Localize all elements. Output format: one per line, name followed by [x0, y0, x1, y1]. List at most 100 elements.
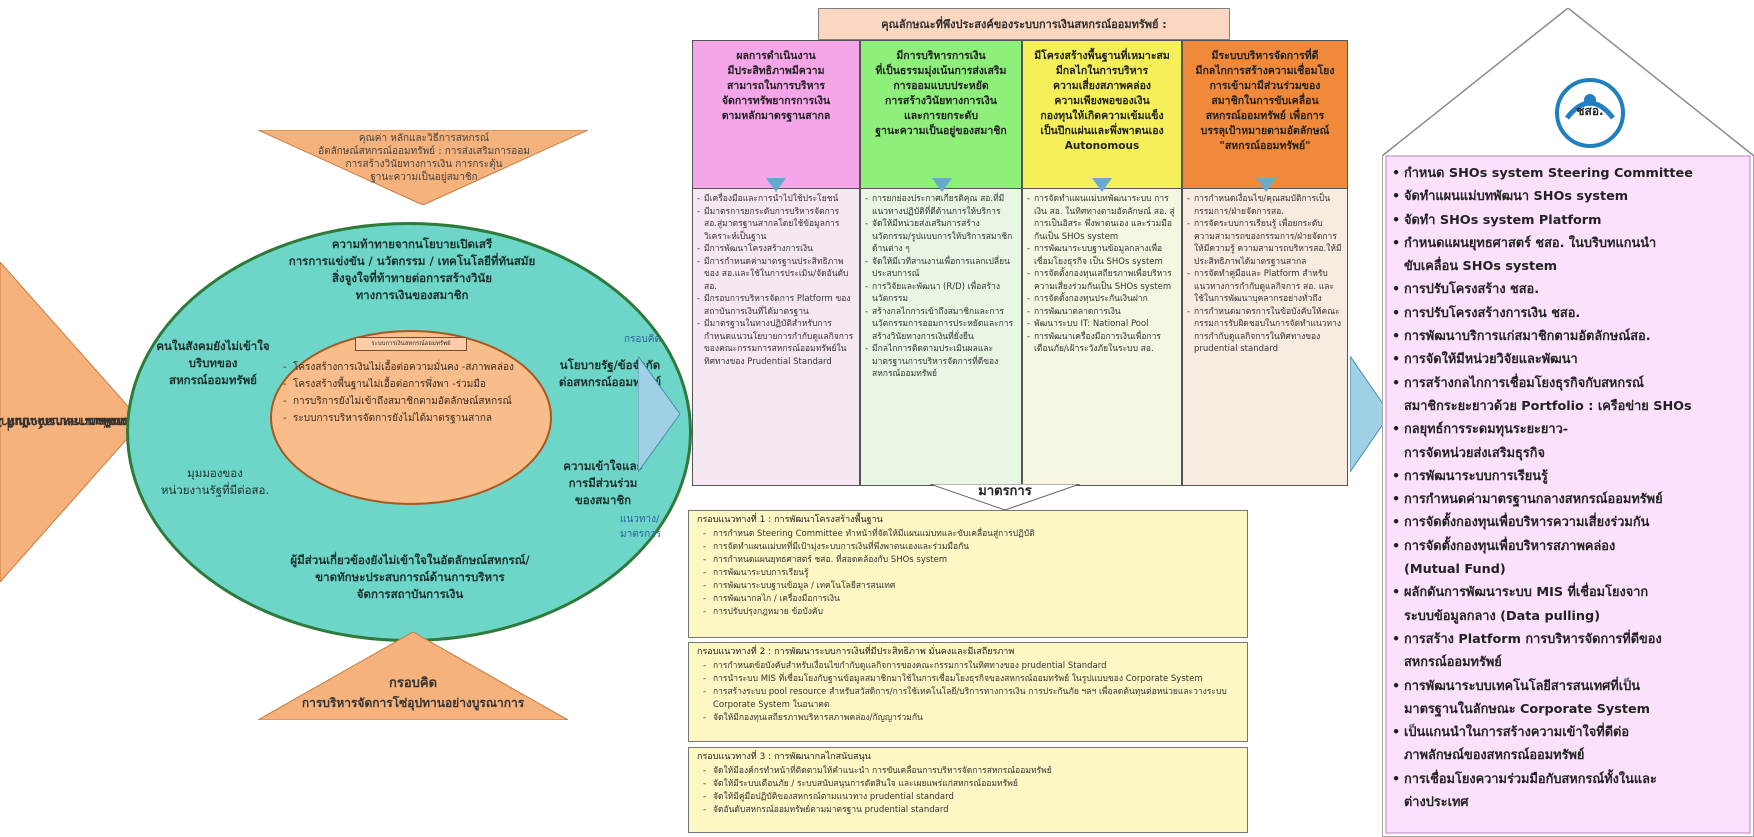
top-triangle-line4: ฐานะความเป็นอยู่สมาชิก	[370, 172, 478, 183]
right-item: การปรับโครงสร้างการเงิน ชสอ.	[1392, 302, 1748, 326]
right-item-cont: สหกรณ์ออมทรัพย์	[1404, 655, 1502, 671]
left-arrow-label: แผนแม่บทพัฒนาระบบสถาบันการเงินระยะที่ 2,…	[0, 262, 169, 582]
bottom-triangle-subtitle: การบริหารจัดการโซ่อุปทานอย่างบูรณาการ	[301, 696, 525, 710]
column-1-item: มีการพัฒนาโครงสร้างการเงิน	[697, 243, 855, 256]
column-2-item: การวิจัยและพัฒนา (R/D) เพื่อสร้างนวัตกรร…	[865, 281, 1017, 306]
column-1-head-text: ผลการดำเนินงาน มีประสิทธิภาพมีความ สามาร…	[721, 50, 831, 122]
right-item: การสร้าง Platform การบริหารจัดการที่ดีขอ…	[1392, 628, 1748, 652]
column-4-item: การกำหนดมาตรการในข้อบังคับให้คณะกรรมการร…	[1187, 306, 1343, 356]
top-triangle-shape	[258, 130, 588, 205]
strategy-1-item: การพัฒนาระบบการเรียนรู้	[697, 567, 1239, 580]
strategy-2-item: การสร้างระบบ pool resource สำหรับสวัสดิก…	[697, 686, 1239, 712]
right-item: การสร้างกลไกการเชื่อมโยงธุรกิจกับสหกรณ์	[1392, 372, 1748, 396]
down-arrow-icon	[1256, 178, 1276, 192]
strategy-3-title: กรอบแนวทางที่ 3 : การพัฒนากลไกสนับสนุน	[697, 752, 871, 762]
down-arrow-icon	[932, 178, 952, 192]
right-item: การพัฒนาระบบการเรียนรู้	[1392, 465, 1748, 489]
strategy-3-item: จัดให้มีระบบเตือนภัย / ระบบสนับสนุนการตั…	[697, 778, 1239, 791]
right-item-cont: ระบบข้อมูลกลาง (Data pulling)	[1404, 608, 1601, 624]
outer-bottom-text: ผู้มีส่วนเกี่ยวข้องยังไม่เข้าใจในอัตลักษ…	[290, 553, 530, 601]
strategy-1-box: กรอบแนวทางที่ 1 : การพัฒนาโครงสร้างพื้นฐ…	[688, 510, 1248, 638]
column-3-item: การพัฒนาตลาดการเงิน	[1027, 306, 1177, 319]
right-house-list: กำหนด SHOs system Steering Committee จัด…	[1392, 162, 1748, 814]
column-3-item: การจัดตั้งกองทุนประกันเงินฝาก	[1027, 293, 1177, 306]
column-4-item: การจัดระบบการเรียนรู้ เพื่อยกระดับความสา…	[1187, 218, 1343, 268]
measures-heading: มาตรการ	[978, 484, 1032, 499]
strategy-1-item: การกำหนด Steering Committee ทำหน้าที่จัด…	[697, 528, 1239, 541]
right-item: จัดทำแผนแม่บทพัฒนา SHOs system	[1392, 185, 1748, 209]
column-3-head: มีโครงสร้างพื้นฐานที่เหมาะสม มีกลไกในการ…	[1022, 40, 1182, 192]
column-3-item: การจัดตั้งกองทุนเสถียรภาพเพื่อบริหารความ…	[1027, 268, 1177, 293]
strategy-1-item: การพัฒนาระบบฐานข้อมูล / เทคโนโลยีสารสนเท…	[697, 580, 1239, 593]
right-chevron-shape	[1350, 356, 1390, 472]
strategy-1-item: การปรับปรุงกฎหมาย ข้อบังคับ	[697, 606, 1239, 619]
strategy-2-title: กรอบแนวทางที่ 2 : การพัฒนาระบบการเงินที่…	[697, 647, 1015, 657]
down-arrow-icon	[1092, 178, 1112, 192]
strategy-1-item: การจัดทำแผนแม่บทที่มีเป้ามุ่งระบบการเงิน…	[697, 541, 1239, 554]
column-4-item: การกำหนดเงื่อนไข/คุณสมบัติการเป็นกรรมการ…	[1187, 193, 1343, 218]
left-arrow-shape	[0, 262, 142, 582]
inner-item: การบริการยังไม่เข้าถึงสมาชิกตามอัตลักษณ์…	[283, 394, 523, 409]
right-item-cont: ขับเคลื่อน SHOs system	[1404, 259, 1558, 275]
column-3-item: พัฒนาระบบ IT: National Pool	[1027, 318, 1177, 331]
inner-ellipse-title: ระบบการเงินสหกรณ์ออมทรัพย์	[355, 337, 467, 351]
column-1-head: ผลการดำเนินงาน มีประสิทธิภาพมีความ สามาร…	[692, 40, 860, 192]
chso-logo-label: ชสอ.	[1576, 104, 1604, 118]
inner-ellipse-list: โครงสร้างการเงินไม่เอื้อต่อความมั่นคง -ส…	[283, 360, 523, 428]
column-1-item: มีมาตรการยกระดับการบริหารจัดการสอ.สู่มาต…	[697, 206, 855, 244]
column-4-head: มีระบบบริหารจัดการที่ดี มีกลไกการสร้างคว…	[1182, 40, 1348, 192]
column-2-body: การยกย่องประกาศเกียรติคุณ สอ.ที่มีแนวทาง…	[860, 188, 1022, 486]
outer-left-text: คนในสังคมยังไม่เข้าใจ บริบทของ สหกรณ์ออม…	[156, 339, 270, 387]
strategy-2-box: กรอบแนวทางที่ 2 : การพัฒนาระบบการเงินที่…	[688, 642, 1248, 742]
framework-label: กรอบคิด	[624, 334, 661, 345]
right-item: การกำหนดค่ามาตรฐานกลางสหกรณ์ออมทรัพย์	[1392, 488, 1748, 512]
outer-top-text: ความท้าทายจากนโยบายเปิดเสรี การการแข่งขั…	[288, 237, 536, 302]
bottom-triangle-shape	[258, 632, 568, 720]
right-item-cont: สมาชิกระยะยาวด้วย Portfolio : เครือข่าย …	[1404, 398, 1692, 414]
column-1-item: มีมาตรฐานในทางปฏิบัติสำหรับการกำหนดแนวนโ…	[697, 318, 855, 368]
outer-right-lower-text: ความเข้าใจและ การมีส่วนร่วม ของสมาชิก	[563, 459, 643, 507]
right-item: การจัดตั้งกองทุนเพื่อบริหารความเสี่ยงร่ว…	[1392, 511, 1748, 535]
right-item-cont: ต่างประเทศ	[1404, 795, 1469, 811]
right-item: การเชื่อมโยงความร่วมมือกับสหกรณ์ทั้งในแล…	[1392, 768, 1748, 792]
column-3-item: การพัฒนาระบบฐานข้อมูลกลางเพื่อเชื่อมโยงธ…	[1027, 243, 1177, 268]
column-4-item: การจัดทำคู่มือและ Platform สำหรับแนวทางก…	[1187, 268, 1343, 306]
strategy-2-item: การกำหนดข้อบังคับสำหรับเงื่อนไขกำกับดูแล…	[697, 660, 1239, 673]
right-item: การจัดให้มีหน่วยวิจัยและพัฒนา	[1392, 348, 1748, 372]
left-chevron-shape	[638, 356, 680, 472]
characteristics-header: คุณลักษณะที่พึงประสงค์ของระบบการเงินสหกร…	[818, 8, 1230, 40]
column-1-item: มีการกำหนดค่ามาตรฐานประสิทธิภาพของ สอ.แล…	[697, 256, 855, 294]
strategy-1-title: กรอบแนวทางที่ 1 : การพัฒนาโครงสร้างพื้นฐ…	[697, 515, 883, 525]
outer-right-text: นโยบายรัฐ/ข้อจำกัด ต่อสหกรณ์ออมทรัพย์	[558, 358, 662, 389]
strategy-2-item: จัดให้มีกองทุนเสถียรภาพบริหารสภาพคล่อง/ก…	[697, 712, 1239, 725]
column-3-body: การจัดทำแผนแม่บทพัฒนาระบบ การเงิน สอ. ใน…	[1022, 188, 1182, 486]
right-item: เป็นแกนนำในการสร้างความเข้าใจที่ดีต่อ	[1392, 721, 1748, 745]
column-1-item: มีเครื่องมือและการนำไปใช้ประโยชน์	[697, 193, 855, 206]
approach-label: แนวทาง/ มาตรการ	[620, 514, 662, 540]
right-item-cont: ภาพลักษณ์ของสหกรณ์ออมทรัพย์	[1404, 748, 1585, 764]
strategy-1-item: การกำหนดแผนยุทธศาสตร์ ชสอ. ที่สอดคล้องกั…	[697, 554, 1239, 567]
column-2-head-text: มีการบริหารการเงิน ที่เป็นธรรมมุ่งเน้นกา…	[875, 50, 1007, 137]
measures-arrow-shape	[930, 484, 1080, 510]
column-2-item: การยกย่องประกาศเกียรติคุณ สอ.ที่มีแนวทาง…	[865, 193, 1017, 218]
right-item: การจัดตั้งกองทุนเพื่อบริหารสภาพคล่อง	[1392, 535, 1748, 559]
chso-logo-icon	[1555, 78, 1625, 148]
right-item: ผลักดันการพัฒนาระบบ MIS ที่เชื่อมโยงจาก	[1392, 581, 1748, 605]
right-item-cont: การจัดหน่วยส่งเสริมธุรกิจ	[1404, 445, 1545, 461]
right-item: การพัฒนาระบบเทคโนโลยีสารสนเทศที่เป็น	[1392, 675, 1748, 699]
strategy-3-item: จัดอันดับสหกรณ์ออมทรัพย์ตามมาตรฐาน prude…	[697, 804, 1239, 817]
top-triangle-line3: การสร้างวินัยทางการเงิน การกระตุ้น	[345, 159, 503, 170]
column-1-body: มีเครื่องมือและการนำไปใช้ประโยชน์ มีมาตร…	[692, 188, 860, 486]
column-3-item: การจัดทำแผนแม่บทพัฒนาระบบ การเงิน สอ. ใน…	[1027, 193, 1177, 243]
inner-item: ระบบการบริหารจัดการยังไม่ได้มาตรฐานสากล	[283, 411, 523, 426]
strategy-1-item: การพัฒนากลไก / เครื่องมือการเงิน	[697, 593, 1239, 606]
column-3-head-text: มีโครงสร้างพื้นฐานที่เหมาะสม มีกลไกในการ…	[1034, 50, 1170, 152]
column-2-head: มีการบริหารการเงิน ที่เป็นธรรมมุ่งเน้นกา…	[860, 40, 1022, 192]
column-2-item: สร้างกลไกการเข้าถึงสมาชิกและการนวัตกรรมก…	[865, 306, 1017, 344]
inner-item: โครงสร้างการเงินไม่เอื้อต่อความมั่นคง -ส…	[283, 360, 523, 375]
strategy-2-item: การนำระบบ MIS ที่เชื่อมโยงกับฐานข้อมูลสม…	[697, 673, 1239, 686]
top-triangle-line2: อัตลักษณ์สหกรณ์ออมทรัพย์ : การส่งเสริมกา…	[318, 146, 530, 157]
column-3-item: การพัฒนาเครื่องมือการเงินเพื่อการเตือนภั…	[1027, 331, 1177, 356]
right-item: กำหนด SHOs system Steering Committee	[1392, 162, 1748, 186]
column-1-item: มีกรอบการบริหารจัดการ Platform ของสถาบัน…	[697, 293, 855, 318]
